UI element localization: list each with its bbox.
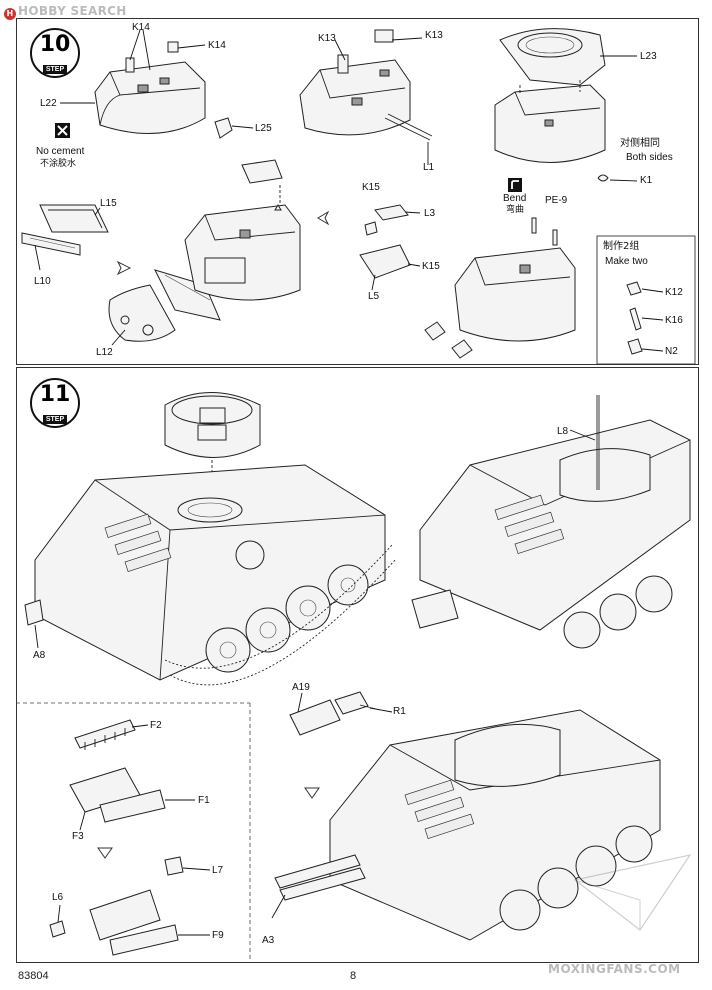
paper-plane-watermark-icon: [573, 854, 692, 931]
turret-top-middle-drawing: [299, 29, 433, 165]
step10-arrows: [116, 210, 330, 276]
label-f1: F1: [198, 795, 210, 806]
track-link-drawing: [289, 691, 393, 799]
label-k14-b: K14: [208, 40, 226, 51]
label-l22: L22: [40, 98, 57, 109]
label-k12: K12: [665, 287, 683, 298]
road-wheels-right: [563, 575, 673, 649]
turret-pe9-drawing: [424, 217, 576, 359]
no-cement-icon: [55, 123, 70, 138]
label-l15: L15: [100, 198, 117, 209]
no-cement-text-cn: 不涂胶水: [40, 159, 77, 169]
label-pe9: PE-9: [545, 195, 568, 206]
road-wheels-bottom: [499, 825, 653, 931]
label-l6: L6: [52, 892, 64, 903]
label-both-sides-cn: 对侧相同: [620, 138, 660, 149]
label-k13-a: K13: [318, 33, 336, 44]
step-11-word: STEP: [42, 415, 68, 424]
watermark-text: HOBBY SEARCH: [18, 4, 127, 18]
label-a19: A19: [292, 682, 310, 693]
turret-detail-drawing: [164, 392, 261, 505]
hobby-search-logo-icon: H: [4, 8, 16, 20]
engine-grille-bottom: [404, 779, 475, 839]
label-l10: L10: [34, 276, 51, 287]
bend-icon: [508, 178, 522, 192]
label-l12: L12: [96, 347, 113, 358]
label-k13-b: K13: [425, 30, 443, 41]
label-both-sides-en: Both sides: [626, 152, 673, 163]
step-10-badge: 10 STEP: [30, 28, 80, 78]
label-l8: L8: [557, 426, 569, 437]
hull-right-drawing: [411, 395, 691, 649]
hull-left-drawing: [24, 464, 396, 686]
hull-bottom-right-drawing: [271, 709, 661, 941]
step-11-badge: 11 STEP: [30, 378, 80, 428]
road-wheels-left: [205, 564, 369, 673]
label-k15-a: K15: [362, 182, 380, 193]
hatch-subassembly-drawing: [359, 204, 421, 291]
label-n2: N2: [665, 346, 678, 357]
no-cement-text-en: No cement: [36, 146, 85, 157]
mantlet-parts-drawing: [21, 204, 109, 271]
label-l7: L7: [212, 865, 224, 876]
step-10-panel: [16, 18, 699, 365]
step-10-number: 10: [39, 32, 71, 57]
label-l1: L1: [423, 162, 435, 173]
label-l25: L25: [255, 123, 272, 134]
kit-code: 83804: [18, 970, 49, 982]
label-k16: K16: [665, 315, 683, 326]
step-10-word: STEP: [42, 65, 68, 74]
label-r1: R1: [393, 706, 406, 717]
label-a8: A8: [33, 650, 46, 661]
turret-top-left-drawing: [60, 29, 254, 139]
make-two-cn: 制作2组: [603, 241, 640, 252]
label-k1: K1: [640, 175, 653, 186]
label-f9: F9: [212, 930, 224, 941]
label-l3: L3: [424, 208, 436, 219]
label-k15-b: K15: [422, 261, 440, 272]
make-two-en: Make two: [605, 256, 648, 267]
page-number: 8: [350, 970, 357, 982]
step-11-number: 11: [39, 382, 71, 407]
label-l23: L23: [640, 51, 657, 62]
engine-grille-left: [104, 513, 172, 572]
stowage-box-parts-drawing: [49, 856, 211, 956]
step11-dashed-separator: [16, 702, 251, 961]
moxingfans-watermark: MOXINGFANS.COM: [548, 962, 681, 976]
gun-mantlet-drawing: [108, 269, 221, 346]
make-two-box: [596, 235, 696, 365]
engine-grille-right: [494, 494, 565, 554]
bend-text-cn: 弯曲: [506, 205, 525, 215]
label-f3: F3: [72, 831, 84, 842]
bend-text-en: Bend: [503, 193, 527, 204]
turret-top-right-drawing: [494, 28, 638, 182]
label-l5: L5: [368, 291, 380, 302]
turret-middle-assembly-drawing: [184, 159, 301, 301]
label-a3: A3: [262, 935, 275, 946]
fender-box-parts-drawing: [69, 719, 195, 859]
label-k14-a: K14: [132, 22, 150, 33]
step-11-panel: [16, 367, 699, 963]
label-f2: F2: [150, 720, 162, 731]
